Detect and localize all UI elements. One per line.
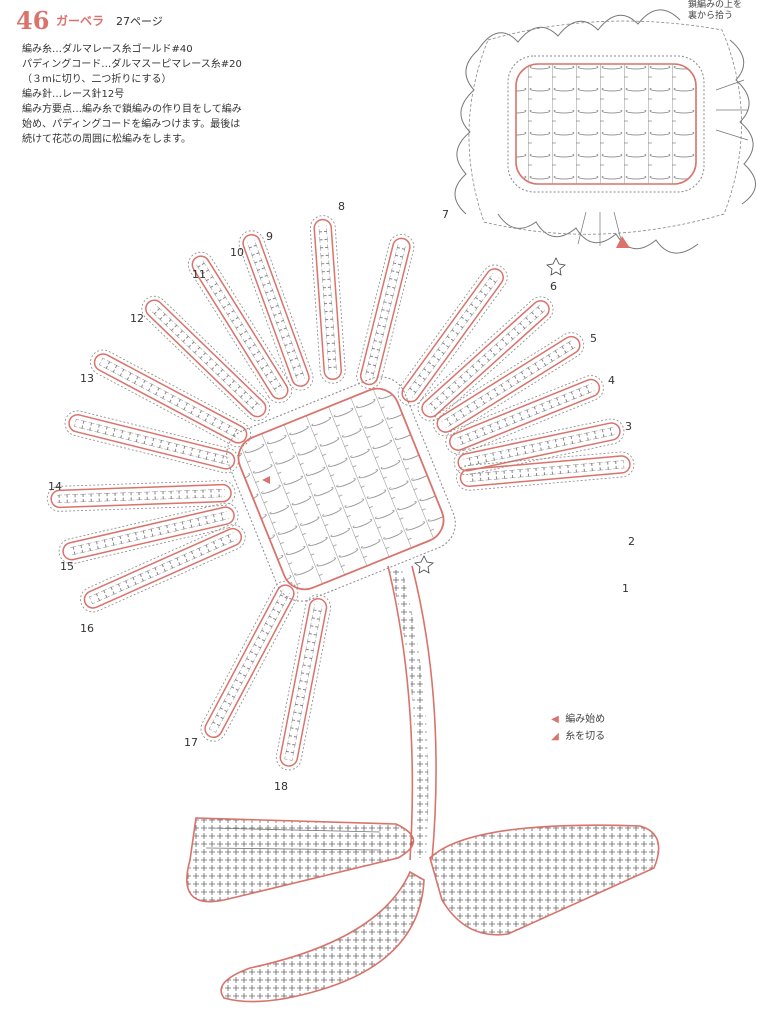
page-number: 46 xyxy=(16,6,50,35)
corner-note-line-2: 裏から拾う xyxy=(688,11,734,21)
petal xyxy=(187,251,293,404)
flower-center xyxy=(226,376,456,602)
petal-number: 2 xyxy=(628,535,635,548)
petal-number: 12 xyxy=(130,312,144,325)
petal-number: 13 xyxy=(80,372,94,385)
petal-number: 9 xyxy=(266,230,273,243)
petal xyxy=(80,524,246,613)
petal xyxy=(456,451,635,491)
petal-number: 11 xyxy=(192,268,206,281)
center-detail-inset xyxy=(454,9,756,276)
cut-arrow-icon: ◢ xyxy=(551,731,559,742)
legend-cut: ◢ 糸を切る xyxy=(548,727,658,742)
petal-number: 7 xyxy=(442,208,449,221)
petal-number: 14 xyxy=(48,480,62,493)
info-line-yarn: 編み糸…ダルマレース糸ゴールド#40 xyxy=(22,44,193,55)
info-line-hook: 編み針…レース針12号 xyxy=(22,89,125,100)
legend-cut-label: 糸を切る xyxy=(565,731,606,742)
petal xyxy=(64,410,239,474)
petal-number: 18 xyxy=(274,780,288,793)
petal xyxy=(58,502,239,565)
legend-start-label: 編み始め xyxy=(565,714,606,725)
petal xyxy=(141,295,271,421)
legend-start: ◀ 編み始め xyxy=(548,710,658,725)
petal-number: 10 xyxy=(230,246,244,259)
petal xyxy=(275,594,331,771)
start-arrow-icon: ◀ xyxy=(551,714,559,725)
star-marker-icon xyxy=(546,257,566,276)
petal-number: 5 xyxy=(590,332,597,345)
petal xyxy=(356,234,415,389)
petal-number: 4 xyxy=(608,374,615,387)
petal-number: 3 xyxy=(625,420,632,433)
info-line-tips-2: 始め、パディングコードを編みつけます。最後は xyxy=(22,119,241,130)
petal xyxy=(445,375,604,455)
petal-number: 1 xyxy=(622,582,629,595)
petal xyxy=(397,264,508,407)
petal xyxy=(309,215,346,384)
petal xyxy=(46,480,236,512)
corner-note-line-1: 鎖編みの上を xyxy=(688,0,743,10)
header: 46 ガーベラ 27ページ 編み糸…ダルマレース糸ゴールド#40 パディングコー… xyxy=(0,0,440,170)
petal-number: 15 xyxy=(60,560,74,573)
info-line-padding: パディングコード…ダルマスーピマレース糸#20 xyxy=(22,59,242,70)
pattern-title: ガーベラ xyxy=(56,14,105,28)
petal xyxy=(432,332,585,437)
info-line-padding-note: （３mに切り、二つ折りにする） xyxy=(22,74,172,85)
info-line-tips-3: 続けて花芯の周囲に松編みをします。 xyxy=(22,134,191,145)
start-marker-icon xyxy=(262,476,270,484)
corner-note: 鎖編みの上を 裏から拾う xyxy=(688,0,750,22)
petal xyxy=(238,230,314,391)
petal-number: 17 xyxy=(184,736,198,749)
cut-thread-marker-icon xyxy=(616,236,630,248)
flower-petals xyxy=(46,215,635,771)
flower-stem xyxy=(387,565,437,861)
petal-number: 6 xyxy=(550,280,557,293)
petal xyxy=(200,580,299,742)
petal-number: 16 xyxy=(80,622,94,635)
page-reference: 27ページ xyxy=(116,15,163,28)
flower-leaves xyxy=(186,817,660,1003)
info-line-tips-1: 編み方要点…編み糸で鎖編みの作り目をして編み xyxy=(22,104,242,115)
star-marker-icon xyxy=(414,555,434,574)
petal-number: 8 xyxy=(338,200,345,213)
petal xyxy=(417,296,554,422)
